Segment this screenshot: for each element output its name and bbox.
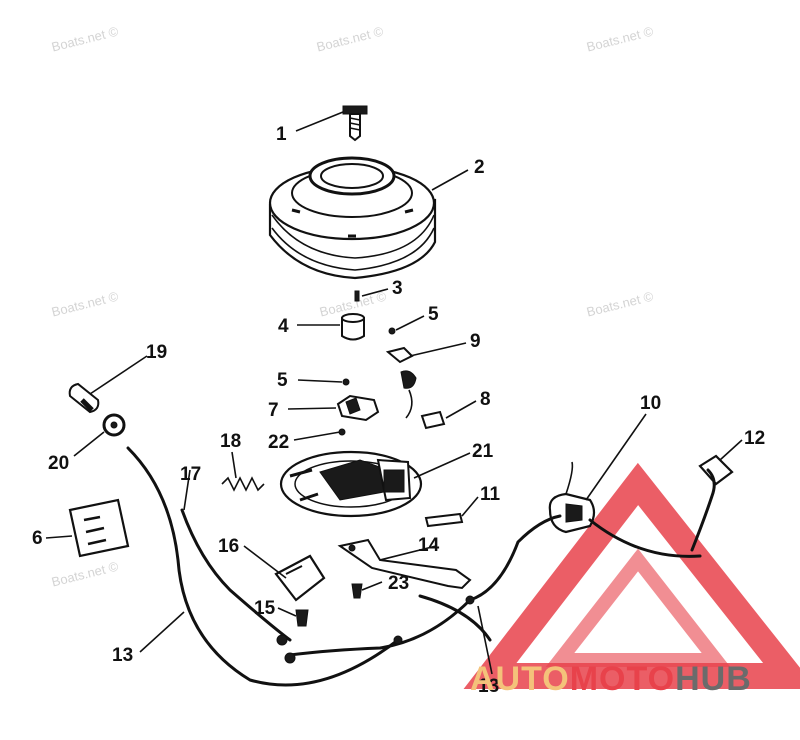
callout-1: 1 <box>276 124 287 145</box>
callout-15: 15 <box>254 598 276 619</box>
callout-20: 20 <box>48 453 69 474</box>
pin-part <box>424 512 464 528</box>
screw-part <box>342 378 350 386</box>
callout-3: 3 <box>392 278 403 299</box>
spark-plug-lead-part <box>690 454 734 552</box>
logo-part-hub: HUB <box>675 660 752 698</box>
callout-22: 22 <box>268 432 289 453</box>
callout-18: 18 <box>220 431 241 452</box>
point-set-part <box>385 346 417 419</box>
felt-pad-part <box>420 410 446 430</box>
leader-lines <box>45 111 743 675</box>
callout-2: 2 <box>474 157 485 178</box>
stator-plate-part <box>279 450 423 518</box>
logo-part-moto: MOTO <box>569 660 676 698</box>
collar-part <box>341 313 365 341</box>
callout-6: 6 <box>32 528 43 549</box>
screw-part <box>351 583 363 599</box>
callout-10: 10 <box>640 393 661 414</box>
callout-21: 21 <box>472 441 494 462</box>
callout-4: 4 <box>278 316 289 337</box>
cover-plate-part <box>274 554 326 602</box>
screw-part <box>295 609 309 627</box>
nut-part <box>102 413 126 437</box>
ignition-coil-part <box>548 461 596 534</box>
callout-12: 12 <box>744 428 765 449</box>
logo-wordmark: AUTOMOTOHUB <box>470 660 752 699</box>
spring-part <box>221 476 265 492</box>
logo-part-auto: AUTO <box>470 660 570 698</box>
spark-plug-part <box>68 382 100 414</box>
callout-13: 13 <box>112 645 133 666</box>
callout-23: 23 <box>388 573 409 594</box>
callout-8: 8 <box>480 389 491 410</box>
callout-labels: 1 2 3 4 5 9 5 7 8 19 10 12 18 22 21 20 1… <box>32 124 765 697</box>
lever-part <box>337 538 472 590</box>
bolt-part <box>342 105 368 142</box>
callout-5b: 5 <box>277 370 288 391</box>
callout-11: 11 <box>480 484 501 505</box>
wire-harness-part <box>126 446 702 687</box>
callout-13b: 13 <box>478 676 499 697</box>
callout-5: 5 <box>428 304 439 325</box>
callout-19: 19 <box>146 342 167 363</box>
flywheel-part <box>268 156 437 280</box>
callout-16: 16 <box>218 536 239 557</box>
callout-7: 7 <box>268 400 279 421</box>
bracket-part <box>336 394 380 422</box>
screw-part <box>388 327 396 335</box>
logo-triangle <box>463 462 800 689</box>
control-box-part <box>68 498 130 558</box>
flywheel-key-part <box>354 290 360 302</box>
callout-14: 14 <box>418 535 440 556</box>
callout-9: 9 <box>470 331 481 352</box>
callout-17: 17 <box>180 464 201 485</box>
